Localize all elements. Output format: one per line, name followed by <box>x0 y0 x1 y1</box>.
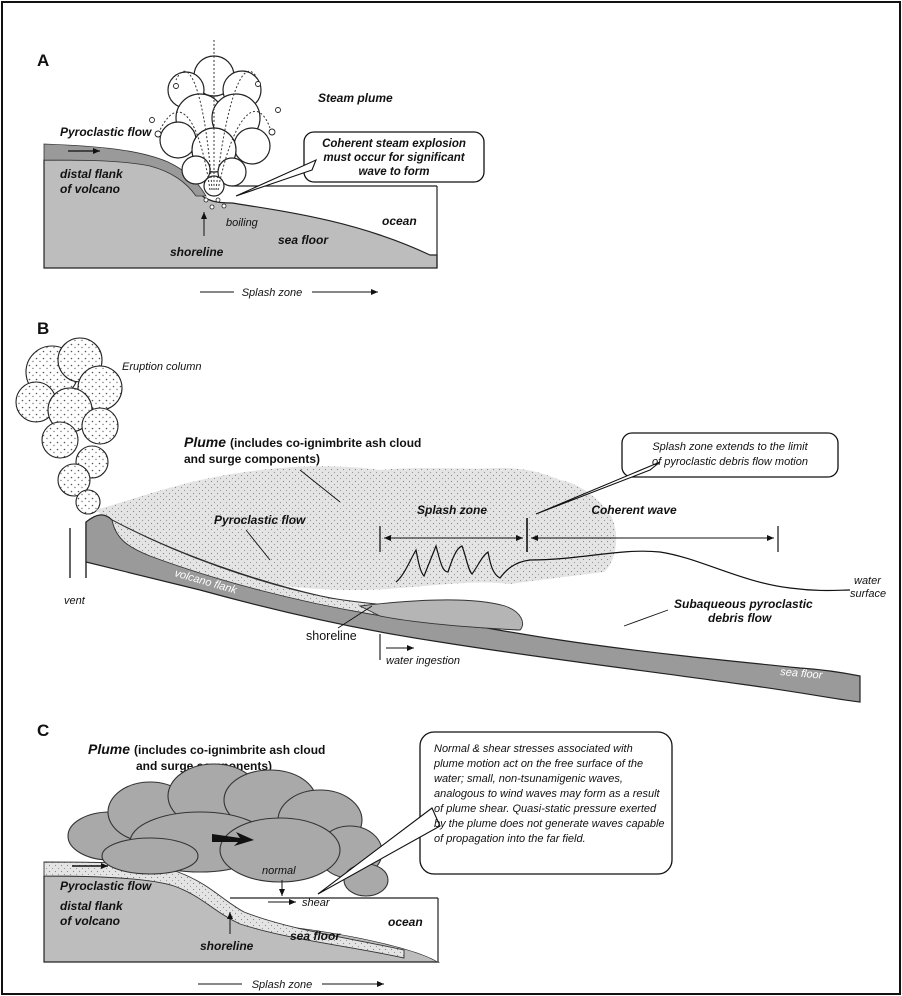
panel-b-callout-line-2: of pyroclastic debris flow motion <box>652 456 808 468</box>
panel-a-distal-flank-label: distal flank <box>60 167 124 181</box>
panel-c-callout-line-7: of propagation into the far field. <box>434 833 586 845</box>
panel-a-callout-line-2: must occur for significant <box>323 152 465 164</box>
panel-a-shoreline-label: shoreline <box>170 245 224 259</box>
panel-c-distal-flank-label: distal flank <box>60 899 124 913</box>
panel-c-ocean-label: ocean <box>388 915 423 929</box>
panel-b-water-surface-label-2: surface <box>850 588 886 600</box>
panel-b-plume-sub-1: (includes co-ignimbrite ash cloud <box>230 436 421 450</box>
panel-c-callout-line-5: of plume shear. Quasi-static pressure ex… <box>434 803 657 815</box>
panel-c-callout-line-6: by the plume does not generate waves cap… <box>434 818 665 830</box>
panel-c-sea-floor-label: sea floor <box>290 929 341 943</box>
panel-c-callout-line-4: analogous to wind waves may form as a re… <box>434 788 661 800</box>
steam-plume-label: Steam plume <box>318 91 393 105</box>
panel-a-sea-floor-label: sea floor <box>278 233 329 247</box>
panel-c-shear-label: shear <box>302 897 331 909</box>
panel-c-shoreline-label: shoreline <box>200 939 254 953</box>
panel-b-vent-label: vent <box>64 595 86 607</box>
eruption-column-label: Eruption column <box>122 361 202 373</box>
panel-b-splash-zone-label: Splash zone <box>417 503 487 517</box>
panel-b-plume-title: Plume <box>184 434 226 450</box>
panel-a-ocean-label: ocean <box>382 214 417 228</box>
panel-b-subaqueous-label-2: debris flow <box>708 611 772 625</box>
panel-c-letter: C <box>37 721 49 740</box>
panel-c-splash-zone-label: Splash zone <box>252 979 313 991</box>
boiling-label: boiling <box>226 217 259 229</box>
panel-a-letter: A <box>37 51 49 70</box>
panel-c-callout-line-1: Normal & shear stresses associated with <box>434 743 633 755</box>
panel-c-normal-label: normal <box>262 865 296 877</box>
panel-c-pyroclastic-flow-label: Pyroclastic flow <box>60 879 152 893</box>
panel-a-callout-line-1: Coherent steam explosion <box>322 138 466 150</box>
panel-a-distal-flank-label-2: of volcano <box>60 182 120 196</box>
panel-b-callout-box <box>622 433 838 477</box>
panel-a-callout-line-3: wave to form <box>359 166 430 178</box>
panel-c-callout-line-3: water; small, non-tsunamigenic waves, <box>434 773 623 785</box>
panel-c-plume-title: Plume <box>88 741 130 757</box>
panel-b-shoreline-label: shoreline <box>306 629 357 643</box>
panel-b-plume-sub-2: and surge components) <box>184 452 320 466</box>
panel-b-water-surface-label-1: water <box>854 575 882 587</box>
panel-b-letter: B <box>37 319 49 338</box>
panel-a-splash-zone-label: Splash zone <box>242 287 303 299</box>
panel-b-callout-line-1: Splash zone extends to the limit <box>652 441 808 453</box>
panel-b-water-ingestion-label: water ingestion <box>386 655 460 667</box>
panel-b-subaqueous-label-1: Subaqueous pyroclastic <box>674 597 813 611</box>
panel-b-coherent-wave-label: Coherent wave <box>591 503 677 517</box>
panel-c-distal-flank-label-2: of volcano <box>60 914 120 928</box>
panel-a-pyroclastic-flow-label: Pyroclastic flow <box>60 125 152 139</box>
panel-b-pyroclastic-flow-label: Pyroclastic flow <box>214 513 306 527</box>
panel-c-callout-line-2: plume motion act on the free surface of … <box>433 758 643 770</box>
panel-c-plume-sub-1: (includes co-ignimbrite ash cloud <box>134 743 325 757</box>
